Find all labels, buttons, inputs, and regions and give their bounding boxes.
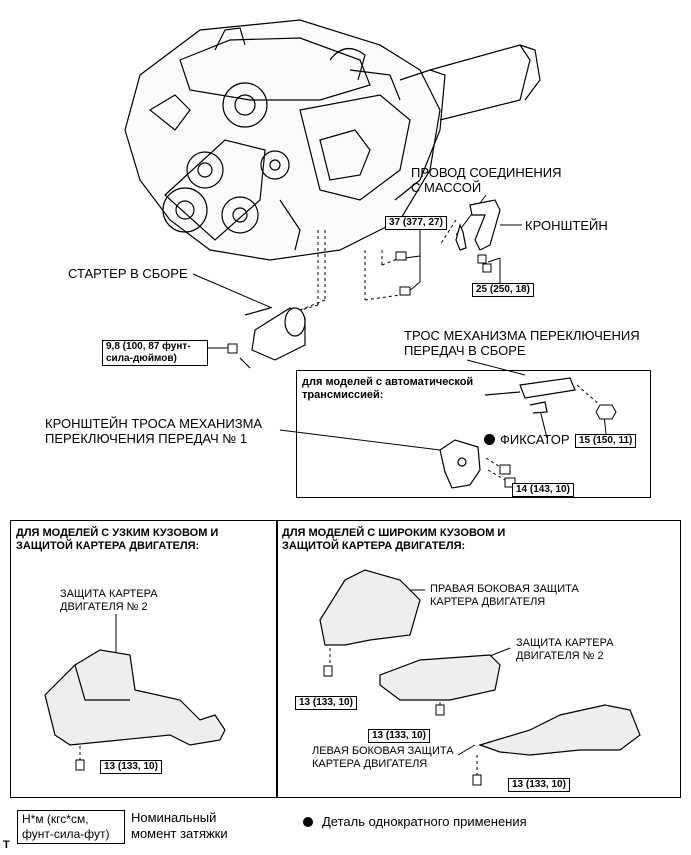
engine-transmission-drawing	[124, 19, 541, 261]
wide-body-frame	[276, 520, 681, 798]
legend-unit-line2: фунт-сила-фут)	[22, 827, 110, 841]
dashed-leader-lines	[79, 219, 601, 775]
wide-header-line2: ЗАЩИТОЙ КАРТЕРА ДВИГАТЕЛЯ:	[282, 540, 466, 552]
narrow-header-line1: ДЛЯ МОДЕЛЕЙ С УЗКИМ КУЗОВОМ И	[16, 527, 219, 539]
shift-cable-label-line2: ПЕРЕДАЧ В СБОРЕ	[404, 343, 526, 358]
legend-single-use-icon	[303, 817, 313, 827]
legend-unit-box	[17, 810, 125, 844]
torque-starter-nut-line1: 9,8 (100, 87 фунт-	[106, 341, 191, 352]
torque-bracket-bolts: 25 (250, 18)	[472, 283, 534, 297]
torque-starter-nut-line2: сила-дюймов)	[106, 353, 177, 364]
ground-wire-label-line2: С МАССОЙ	[411, 180, 482, 195]
starter-drawing	[239, 307, 306, 369]
torque-cable-nut: 15 (150, 11)	[575, 434, 637, 448]
guard-no2-right-line1: ЗАЩИТА КАРТЕРА	[516, 637, 614, 649]
single-use-marker-icon	[484, 434, 495, 445]
legend-unit-line1: Н*м (кгс*см,	[22, 812, 89, 826]
torque-wide-left: 13 (133, 10)	[508, 778, 570, 792]
retainer-label: ФИКСАТОР	[500, 432, 570, 447]
torque-cable-bracket-bolts: 14 (143, 10)	[512, 483, 574, 497]
wide-header-line1: ДЛЯ МОДЕЛЕЙ С ШИРОКИМ КУЗОВОМ И	[282, 527, 506, 539]
torque-ground-bolts: 37 (377, 27)	[385, 216, 447, 230]
narrow-body-frame	[10, 520, 278, 798]
legend-single-use-label: Деталь однократного применения	[322, 814, 527, 829]
cable-bracket-label-line1: КРОНШТЕЙН ТРОСА МЕХАНИЗМА	[45, 416, 263, 431]
legend-unit-desc-line1: Номинальный	[131, 810, 217, 825]
at-note-line1: для моделей с автоматической	[302, 376, 474, 388]
cable-bracket-drawing	[439, 439, 481, 489]
corner-mark: T	[3, 839, 10, 851]
right-side-guard-line2: КАРТЕРА ДВИГАТЕЛЯ	[430, 596, 546, 608]
fastener-drawings	[75, 251, 617, 786]
guard-no2-left-line1: ЗАЩИТА КАРТЕРА	[60, 588, 158, 600]
narrow-header-line2: ЗАЩИТОЙ КАРТЕРА ДВИГАТЕЛЯ:	[16, 540, 200, 552]
legend-unit-desc-line2: момент затяжки	[131, 826, 228, 841]
left-side-guard-line1: ЛЕВАЯ БОКОВАЯ ЗАЩИТА	[312, 745, 454, 757]
torque-wide-center: 13 (133, 10)	[368, 729, 430, 743]
shift-cable-label-line1: ТРОС МЕХАНИЗМА ПЕРЕКЛЮЧЕНИЯ	[404, 328, 640, 343]
guard-no2-right-line2: ДВИГАТЕЛЯ № 2	[516, 650, 604, 662]
starter-label: СТАРТЕР В СБОРЕ	[68, 266, 188, 281]
right-side-guard-line1: ПРАВАЯ БОКОВАЯ ЗАЩИТА	[430, 583, 579, 595]
torque-wide-right: 13 (133, 10)	[295, 696, 357, 710]
torque-narrow-guard: 13 (133, 10)	[100, 760, 162, 774]
ground-wire-label-line1: ПРОВОД СОЕДИНЕНИЯ	[411, 165, 562, 180]
narrow-guard-drawing	[44, 649, 226, 746]
bracket-ground-wire-drawing	[455, 199, 501, 251]
guard-no2-left-line2: ДВИГАТЕЛЯ № 2	[60, 601, 148, 613]
cable-bracket-label-line2: ПЕРЕКЛЮЧЕНИЯ ПЕРЕДАЧ № 1	[45, 431, 248, 446]
shift-cable-drawing	[484, 377, 576, 414]
bracket-label: КРОНШТЕЙН	[525, 218, 608, 233]
automatic-transmission-frame	[296, 370, 651, 498]
solid-leader-lines	[115, 194, 607, 756]
torque-starter-nut: 9,8 (100, 87 фунт- сила-дюймов)	[102, 340, 208, 366]
at-note-line2: трансмиссией:	[302, 389, 384, 401]
left-side-guard-line2: КАРТЕРА ДВИГАТЕЛЯ	[312, 758, 428, 770]
wide-guards-drawing	[319, 569, 641, 756]
